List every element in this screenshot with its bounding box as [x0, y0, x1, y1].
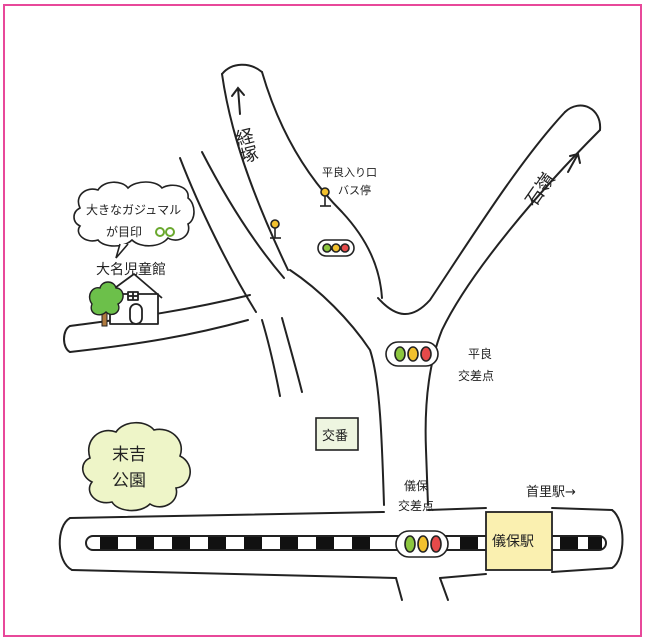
road-kyozuka-left-edge: [221, 73, 289, 271]
park-label-line2: 公園: [112, 471, 146, 491]
monorail-outer-bottom: [71, 567, 613, 579]
traffic-signal-icon: [317, 239, 355, 257]
arrow-up-icon: [231, 86, 245, 115]
park-area: [81, 421, 191, 512]
arrow-up-icon: [567, 152, 581, 173]
speech-bubble-icon: [73, 181, 195, 259]
station-label: 儀保駅: [492, 534, 534, 550]
monorail-left-cap: [58, 517, 73, 571]
bubble-text-line1: 大きなガジュマル: [86, 203, 181, 217]
road-diagonal-right-edge: [201, 151, 285, 279]
traffic-signal-icon: [395, 530, 449, 558]
road-main-right-bottom: [439, 577, 449, 601]
road-branch-left-edge: [261, 319, 281, 397]
road-label-kyozuka: 経塚: [231, 126, 260, 166]
road-main-left-edge: [289, 269, 385, 506]
monorail-right-cap: [611, 509, 624, 569]
road-ishimine-left-edge: [377, 111, 566, 315]
building-label: 大名児童館: [96, 261, 166, 278]
police-box-label: 交番: [322, 428, 348, 444]
station-building: [485, 511, 553, 571]
road-label-ishimine: 石嶺: [521, 169, 559, 211]
park-label-line1: 末吉: [112, 445, 146, 465]
road-left-end: [63, 325, 71, 353]
road-kyozuka-right-edge: [261, 71, 383, 299]
bus-stop-label-line2: バス停: [338, 183, 371, 197]
page-frame: [3, 4, 642, 637]
road-left-bottom-edge: [69, 319, 249, 353]
intersection-taira-line1: 平良: [468, 346, 492, 361]
monorail-outer-top: [69, 507, 613, 519]
bus-stop-icon: [270, 219, 281, 239]
police-box: [315, 417, 359, 451]
tree-icon: [88, 281, 124, 327]
next-station-label: 首里駅→: [526, 485, 576, 500]
traffic-signal-icon: [385, 341, 439, 367]
bubble-text-line2: が目印: [106, 224, 142, 239]
intersection-taira-line2: 交差点: [458, 368, 494, 383]
intersection-gibo-line1: 儀保: [404, 479, 428, 493]
road-main-left-bottom: [395, 577, 403, 601]
bubble-dot-icons: [155, 227, 175, 237]
bus-stop-label-line1: 平良入り口: [322, 165, 377, 179]
intersection-gibo-line2: 交差点: [398, 498, 434, 513]
road-diagonal-left-edge: [179, 157, 257, 313]
monorail-track: [85, 535, 607, 551]
bus-stop-icon: [320, 187, 331, 207]
road-branch-right-edge: [281, 317, 303, 393]
road-kyozuka-cap: [221, 63, 263, 75]
road-ishimine-cap: [564, 104, 602, 131]
road-ishimine-right-edge: [424, 129, 601, 506]
